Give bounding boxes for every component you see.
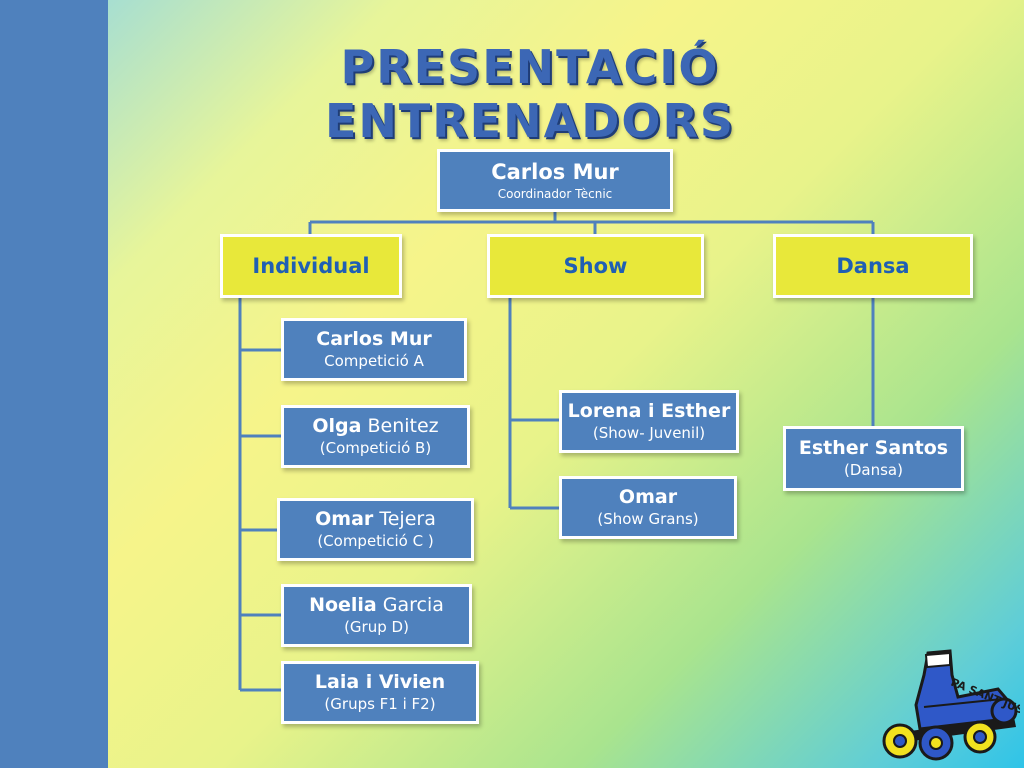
- individual-1-role: Competició A: [324, 352, 424, 370]
- show-2-name: Omar: [618, 486, 678, 508]
- individual-3-role: (Competició C ): [317, 532, 434, 550]
- dansa-1-role: (Dansa): [844, 461, 903, 479]
- show-1-name: Lorena i Esther: [567, 400, 731, 422]
- individual-2-role: (Competició B): [319, 439, 432, 457]
- show-node-1: Lorena i Esther (Show- Juvenil): [559, 390, 739, 453]
- individual-node-2: Olga Benitez (Competició B): [281, 405, 470, 468]
- individual-5-name-bold: Laia i Vivien: [314, 671, 446, 693]
- individual-5-role: (Grups F1 i F2): [324, 695, 436, 713]
- skate-wheels-icon: [882, 697, 1018, 761]
- individual-node-5: Laia i Vivien (Grups F1 i F2): [281, 661, 479, 724]
- root-node: Carlos Mur Coordinador Tècnic: [437, 149, 673, 212]
- dansa-node-1: Esther Santos (Dansa): [783, 426, 964, 491]
- individual-node-1: Carlos Mur Competició A: [281, 318, 467, 381]
- individual-2-name-bold: Olga: [312, 415, 362, 437]
- roller-skate-logo: PA SANT JUST: [882, 649, 1020, 761]
- show-1-role: (Show- Juvenil): [592, 424, 706, 442]
- dansa-1-name: Esther Santos: [798, 437, 949, 459]
- individual-2-name-rest: Benitez: [361, 415, 439, 437]
- category-show: Show: [487, 234, 704, 298]
- root-name: Carlos Mur: [491, 160, 619, 184]
- slide-title: Presentació entrenadors: [324, 40, 736, 148]
- individual-3-name-bold: Omar: [315, 508, 374, 530]
- individual-3-name-rest: Tejera: [373, 508, 436, 530]
- root-role: Coordinador Tècnic: [497, 187, 613, 201]
- individual-4-role: (Grup D): [344, 618, 409, 636]
- show-node-2: Omar (Show Grans): [559, 476, 737, 539]
- individual-4-name-rest: Garcia: [376, 594, 444, 616]
- category-dansa: Dansa: [773, 234, 973, 298]
- individual-1-name-bold: Carlos Mur: [316, 328, 432, 350]
- category-individual: Individual: [220, 234, 402, 298]
- side-bar: [0, 0, 108, 768]
- individual-4-name-bold: Noelia: [309, 594, 377, 616]
- show-2-role: (Show Grans): [597, 510, 699, 528]
- individual-node-4: Noelia Garcia (Grup D): [281, 584, 472, 647]
- individual-node-3: Omar Tejera (Competició C ): [277, 498, 474, 561]
